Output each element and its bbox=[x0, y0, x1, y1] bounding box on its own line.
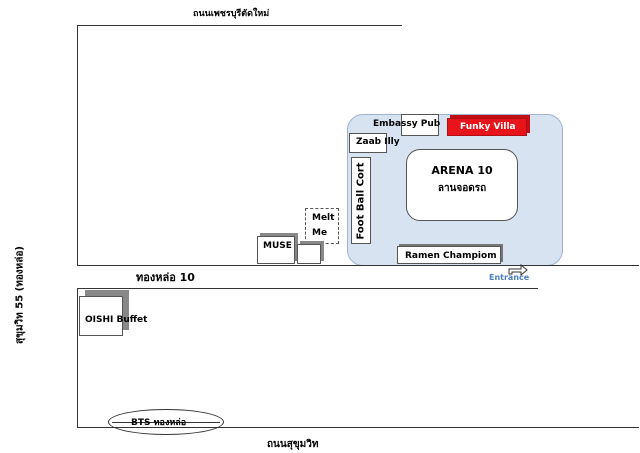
zaab-illy-label: Zaab Illy bbox=[356, 137, 400, 147]
top-road-line bbox=[77, 25, 402, 26]
top-road-label: ถนนเพชรบุรีตัดใหม่ bbox=[193, 9, 270, 19]
zaab-illy bbox=[349, 133, 387, 153]
left-road-label: สุขุมวิท 55 (ทองหล่อ) bbox=[14, 246, 26, 344]
entrance-label: Entrance bbox=[489, 273, 530, 282]
entrance-arrow-icon bbox=[508, 263, 528, 276]
melt-me-label-2: Me bbox=[312, 228, 328, 238]
funky-villa-label: Funky Villa bbox=[460, 122, 516, 132]
bts-station-label: BTS ทองหล่อ bbox=[131, 418, 187, 428]
arena-parking: ARENA 10 ลานจอดรถ bbox=[406, 149, 518, 221]
soi-road-label: ทองหล่อ 10 bbox=[136, 271, 195, 284]
muse-label: MUSE bbox=[263, 241, 292, 251]
bts-station bbox=[108, 409, 224, 435]
funky-villa bbox=[447, 118, 527, 136]
ramen-champiom bbox=[397, 246, 501, 264]
embassy-pub bbox=[401, 114, 439, 136]
soi-road-lower-line bbox=[77, 288, 538, 289]
bottom-road-label: ถนนสุขุมวิท bbox=[267, 439, 319, 450]
ramen-champiom-label: Ramen Champiom bbox=[405, 251, 497, 261]
football-court-label: Foot Ball Cort bbox=[355, 161, 367, 240]
soi-road-upper-line bbox=[77, 265, 639, 266]
melt-me-sign bbox=[305, 208, 339, 244]
arena-subtitle: ลานจอดรถ bbox=[437, 183, 487, 194]
left-road-lower-line bbox=[77, 288, 78, 427]
oishi-buffet bbox=[79, 296, 123, 336]
oishi-buffet-label: OISHI Buffet bbox=[85, 315, 148, 325]
melt-me bbox=[297, 244, 321, 264]
muse bbox=[257, 236, 295, 264]
melt-me-label-1: Melt bbox=[312, 213, 335, 223]
left-road-upper-line bbox=[77, 25, 78, 265]
football-court: Foot Ball Cort bbox=[351, 157, 371, 244]
embassy-pub-label: Embassy Pub bbox=[373, 119, 441, 129]
bts-line bbox=[112, 422, 220, 423]
bottom-road-line bbox=[77, 427, 639, 428]
arena-title: ARENA 10 bbox=[431, 164, 493, 177]
